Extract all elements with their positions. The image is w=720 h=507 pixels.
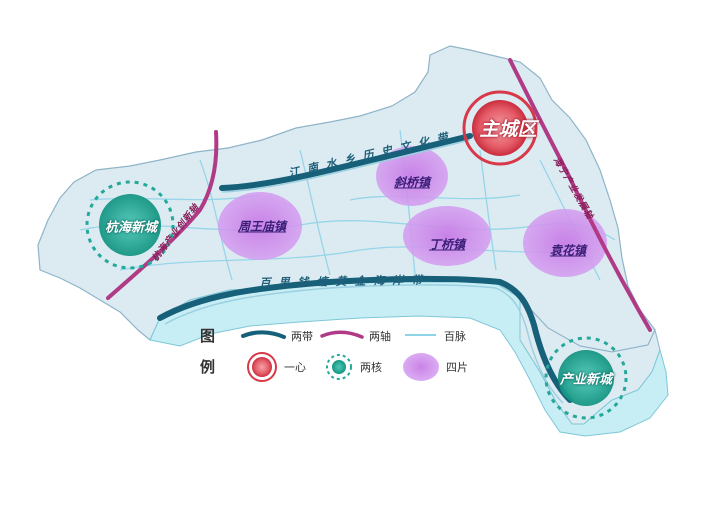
legend-axis-swatch: [320, 330, 364, 339]
legend-core-swatch: [247, 352, 277, 382]
legend-label-vein: 百脉: [444, 330, 466, 343]
legend-title-char-2: 例: [200, 358, 216, 376]
legend-label-zone: 四片: [446, 361, 468, 374]
town-label-dingqiao: 丁桥镇: [428, 237, 466, 252]
town-label-xieqiao: 斜桥镇: [393, 175, 431, 190]
legend-zone-swatch: [403, 353, 439, 381]
legend-symbols: [241, 330, 439, 382]
zone-zhouwangmiao: [218, 192, 302, 260]
belt-north-edge: [221, 139, 471, 193]
main-core: [462, 90, 538, 166]
legend-label-core: 一心: [284, 361, 306, 374]
zone-yuanhua: [523, 209, 607, 277]
subcore-chanye: [544, 336, 628, 420]
belt-north: [219, 133, 473, 191]
town-label-yuanhua: 袁花镇: [549, 243, 587, 258]
zones: [218, 146, 607, 277]
axis-west: [106, 130, 219, 300]
belt-south-edge: [164, 284, 564, 404]
legend-title-char-1: 图: [200, 327, 216, 345]
legend-label-subcore: 两核: [360, 361, 382, 374]
subcore-chanye-label: 产业新城: [559, 372, 613, 388]
legend-label-axis: 两轴: [369, 330, 391, 343]
axis-east: [508, 58, 652, 332]
zone-xieqiao: [376, 146, 448, 206]
main-core-label: 主城区: [479, 118, 537, 141]
zone-dingqiao: [403, 206, 491, 266]
legend-belt-swatch: [241, 330, 286, 339]
belt-south: [157, 276, 573, 403]
town-label-zhouwangmiao: 周王庙镇: [237, 219, 287, 234]
subcore-hanghai: [85, 180, 175, 270]
legend-label-belt: 两带: [291, 330, 313, 343]
belt-south-label: 百里钱塘黄金海岸带: [259, 273, 431, 290]
legend-subcore-swatch: [326, 354, 352, 380]
subcore-hanghai-label: 杭海新城: [104, 220, 158, 236]
